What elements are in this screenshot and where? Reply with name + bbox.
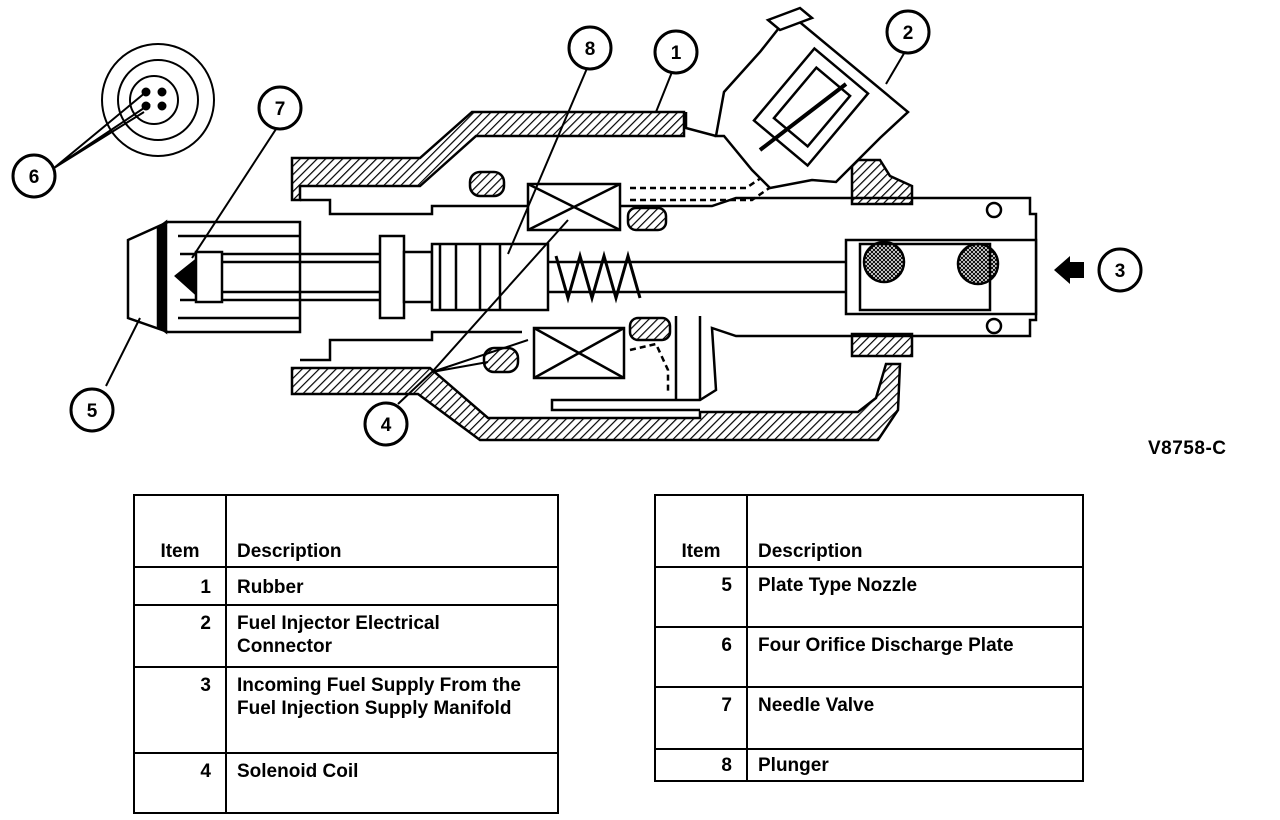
item-description: Fuel Injector Electrical Connector	[226, 604, 558, 668]
svg-text:6: 6	[29, 167, 40, 188]
item-description: Incoming Fuel Supply From the Fuel Injec…	[226, 666, 558, 754]
column-header-description: Description	[226, 494, 558, 568]
item-description: Rubber	[226, 566, 558, 606]
legend-header-row: Item Description	[655, 494, 1083, 568]
table-row: 5 Plate Type Nozzle	[655, 566, 1083, 628]
legend-header-row: Item Description	[134, 494, 558, 568]
table-row: 7 Needle Valve	[655, 686, 1083, 750]
callout-3: 3	[1097, 247, 1143, 293]
svg-text:2: 2	[903, 23, 914, 44]
callout-6: 6	[11, 153, 57, 199]
item-number: 2	[134, 604, 227, 668]
item-number: 6	[655, 626, 748, 688]
svg-text:3: 3	[1115, 261, 1126, 282]
callout-7: 7	[257, 85, 303, 131]
item-number: 7	[655, 686, 748, 750]
svg-text:1: 1	[671, 43, 682, 64]
item-number: 5	[655, 566, 748, 628]
table-row: 1 Rubber	[134, 566, 558, 606]
callout-5: 5	[69, 387, 115, 433]
item-number: 3	[134, 666, 227, 754]
fuel-injector-cutaway-diagram: 1 2 3 4 5 6 7 8	[11, 6, 1143, 447]
table-row: 4 Solenoid Coil	[134, 752, 558, 814]
legend-table-right: Item Description 5 Plate Type Nozzle 6 F…	[654, 494, 1084, 782]
figure-code: V8758-C	[1148, 438, 1227, 459]
column-header-item: Item	[134, 494, 227, 568]
fuel-flow-arrow	[1054, 256, 1084, 284]
callout-2: 2	[885, 9, 931, 55]
discharge-plate-inset	[101, 43, 215, 157]
injector-body	[126, 6, 1038, 442]
column-header-item: Item	[655, 494, 748, 568]
item-number: 4	[134, 752, 227, 814]
table-row: 2 Fuel Injector Electrical Connector	[134, 604, 558, 668]
table-row: 8 Plunger	[655, 748, 1083, 782]
item-number: 8	[655, 748, 748, 782]
table-row: 6 Four Orifice Discharge Plate	[655, 626, 1083, 688]
item-description: Plunger	[747, 748, 1083, 782]
svg-text:8: 8	[585, 39, 596, 60]
column-header-description: Description	[747, 494, 1083, 568]
item-description: Needle Valve	[747, 686, 1083, 750]
callout-4: 4	[363, 401, 409, 447]
item-description: Plate Type Nozzle	[747, 566, 1083, 628]
item-number: 1	[134, 566, 227, 606]
svg-text:7: 7	[275, 99, 286, 120]
leader-lines	[53, 49, 907, 405]
item-description: Four Orifice Discharge Plate	[747, 626, 1083, 688]
item-description: Solenoid Coil	[226, 752, 558, 814]
callout-8: 8	[567, 25, 613, 71]
callout-1: 1	[653, 29, 699, 75]
table-row: 3 Incoming Fuel Supply From the Fuel Inj…	[134, 666, 558, 754]
svg-text:5: 5	[87, 401, 98, 422]
legend-table-left: Item Description 1 Rubber 2 Fuel Injecto…	[133, 494, 559, 814]
svg-text:4: 4	[381, 415, 392, 436]
